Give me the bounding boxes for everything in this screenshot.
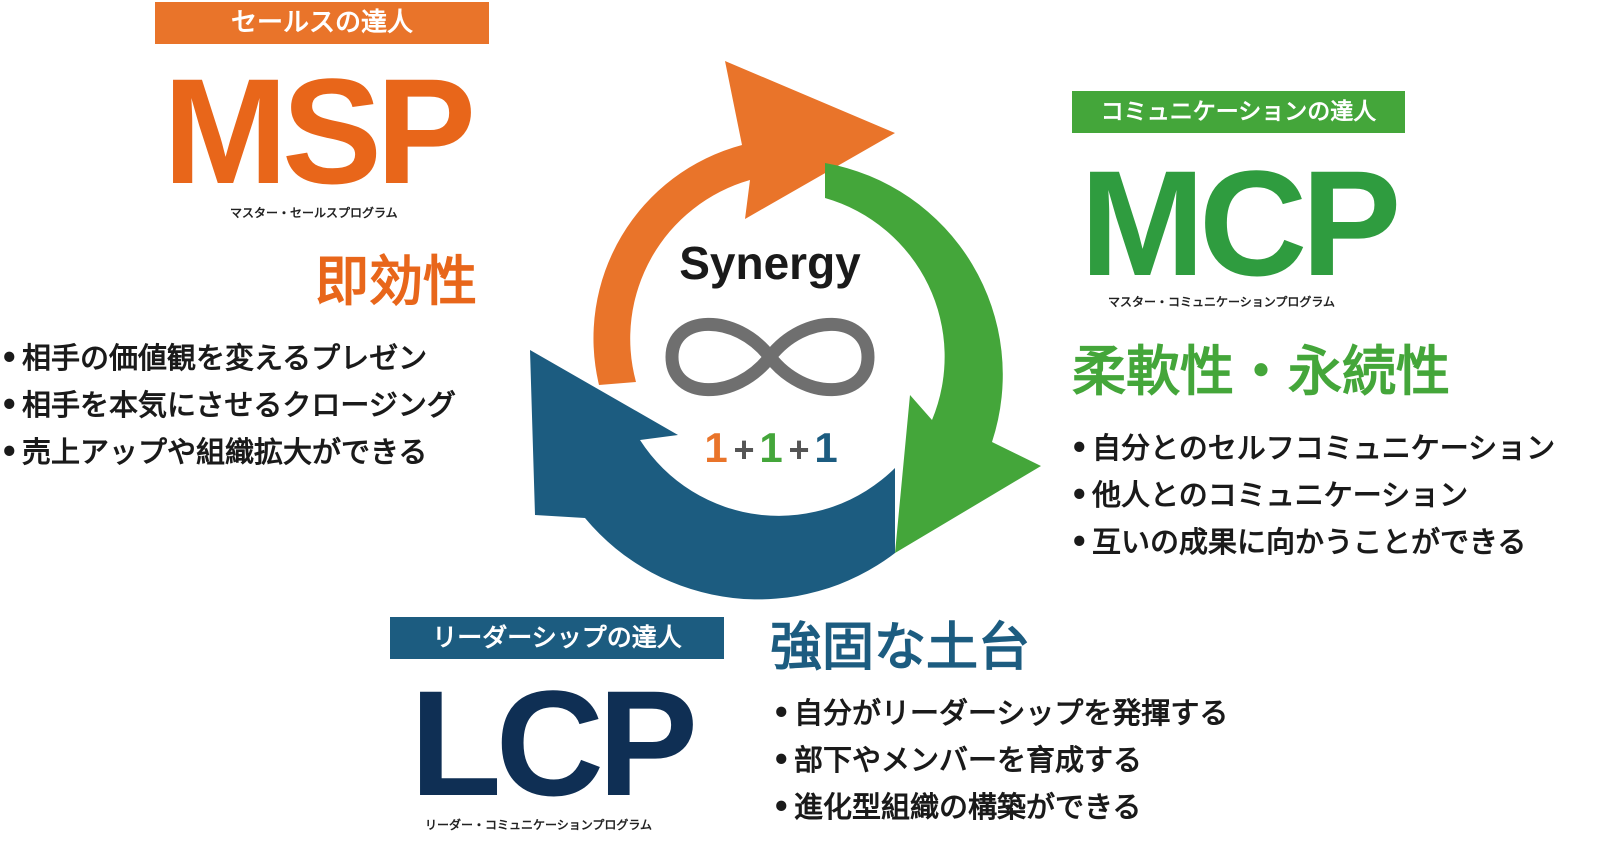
mcp-arrow-segment [825,163,1041,553]
list-item: •相手を本気にさせるクロージング [0,388,456,422]
mcp-bullet-list: •自分とのセルフコミュニケーション •他人とのコミュニケーション •互いの成果に… [1070,425,1555,566]
mcp-tag: コミュニケーションの達人 [1072,91,1405,133]
msp-bullet-list: •相手の価値観を変えるプレゼン •相手を本気にさせるクロージング •売上アップや… [0,335,456,476]
msp-subtitle: マスター・セールスプログラム [230,206,398,220]
msp-acronym: MSP [163,47,476,215]
lcp-tag: リーダーシップの達人 [390,617,724,659]
infinity-icon [665,317,875,397]
mcp-acronym: MCP [1080,139,1401,307]
list-item: •自分とのセルフコミュニケーション [1070,431,1556,465]
mcp-subtitle: マスター・コミュニケーションプログラム [1108,295,1336,309]
list-item: •部下やメンバーを育成する [772,743,1143,777]
list-item: •他人とのコミュニケーション [1070,478,1469,512]
list-item: •互いの成果に向かうことができる [1070,525,1527,559]
list-item: •進化型組織の構築ができる [772,790,1142,824]
msp-arrow-segment [593,61,895,385]
lcp-acronym: LCP [410,659,698,827]
formula-one-3: 1 [814,424,837,471]
formula-plus-2: + [788,429,809,470]
msp-tag: セールスの達人 [155,2,489,44]
formula-one-2: 1 [759,424,782,471]
synergy-title: Synergy [679,237,861,289]
lcp-heading: 強固な土台 [770,618,1031,678]
formula-one-1: 1 [704,424,727,471]
lcp-arrow-segment [530,350,895,600]
formula-plus-1: + [733,429,754,470]
lcp-subtitle: リーダー・コミュニケーションプログラム [425,818,653,832]
lcp-bullet-list: •自分がリーダーシップを発揮する •部下やメンバーを育成する •進化型組織の構築… [772,690,1228,831]
msp-heading: 即効性 [315,250,477,313]
mcp-heading: 柔軟性・永続性 [1072,340,1450,403]
list-item: •売上アップや組織拡大ができる [0,435,428,469]
list-item: •相手の価値観を変えるプレゼン [0,341,428,375]
list-item: •自分がリーダーシップを発揮する [772,696,1229,730]
